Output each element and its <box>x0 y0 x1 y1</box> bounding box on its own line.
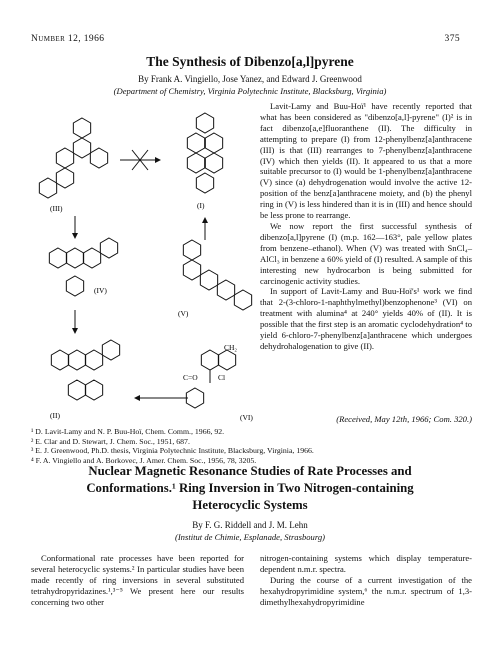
article2-right-col: nitrogen-containing systems which displa… <box>260 553 472 608</box>
footnote-3: ³ E. J. Greenwood, Ph.D. thesis, Virgini… <box>31 446 314 456</box>
article2-authors: By F. G. Riddell and J. M. Lehn <box>192 520 308 530</box>
structure-VI <box>185 349 237 409</box>
article2-title-line1: Nuclear Magnetic Resonance Studies of Ra… <box>88 464 412 478</box>
crossed-arrow <box>120 149 161 171</box>
label-I: (I) <box>197 201 205 210</box>
article1-body: Lavit-Lamy and Buu-Hoï¹ have recently re… <box>260 101 472 352</box>
label-Cl: Cl <box>218 373 225 382</box>
label-CO: C=O <box>183 373 198 382</box>
page-number: 375 <box>444 34 460 44</box>
article2-para-left: Conformational rate processes have been … <box>31 553 244 607</box>
structure-V <box>182 239 253 311</box>
label-V: (V) <box>178 309 189 318</box>
paragraph-3: In support of Lavit-Lamy and Buu-Hoï's¹ … <box>260 286 472 351</box>
footnote-2: ² E. Clar and D. Stewart, J. Chem. Soc.,… <box>31 436 190 446</box>
label-CH2: CH₂ <box>224 343 237 352</box>
label-VI: (VI) <box>240 413 253 422</box>
article2-left-col: Conformational rate processes have been … <box>31 553 244 608</box>
label-IV: (IV) <box>94 286 107 295</box>
article1-title: The Synthesis of Dibenzo[a,l]pyrene <box>146 54 354 69</box>
footnote-1: ¹ D. Lavit-Lamy and N. P. Buu-Hoï, Chem.… <box>31 427 225 436</box>
article2-title: Nuclear Magnetic Resonance Studies of Ra… <box>0 463 500 514</box>
article1-authors: By Frank A. Vingiello, Jose Yanez, and E… <box>138 74 362 84</box>
article1-affiliation: (Department of Chemistry, Virginia Polyt… <box>113 86 387 96</box>
reaction-scheme: (III) (I) (IV) (V) <box>38 112 253 422</box>
paragraph-1: Lavit-Lamy and Buu-Hoï¹ have recently re… <box>260 101 472 221</box>
footnote-4: ⁴ F. A. Vingiello and A. Borkovec, J. Am… <box>31 455 257 465</box>
footnotes: ¹ D. Lavit-Lamy and N. P. Buu-Hoï, Chem.… <box>31 427 471 465</box>
journal-issue: Number 12, 1966 <box>31 34 105 44</box>
article2-title-line3: Heterocyclic Systems <box>192 498 308 512</box>
paragraph-2: We now report the first successful synth… <box>260 220 472 286</box>
article2-para-right-2: During the course of a current investiga… <box>260 574 472 607</box>
label-II: (II) <box>50 411 60 420</box>
article2-affiliation: (Institut de Chimie, Esplanade, Strasbou… <box>174 532 326 542</box>
received-date: (Received, May 12th, 1966; Com. 320.) <box>336 414 472 424</box>
article2-title-line2: Conformations.¹ Ring Inversion in Two Ni… <box>86 481 414 495</box>
structure-I <box>186 112 224 194</box>
article2-para-right: nitrogen-containing systems which displa… <box>260 553 472 574</box>
structure-III <box>38 117 109 199</box>
label-III: (III) <box>50 204 63 213</box>
structure-II <box>50 339 121 401</box>
structure-IV <box>48 237 119 297</box>
